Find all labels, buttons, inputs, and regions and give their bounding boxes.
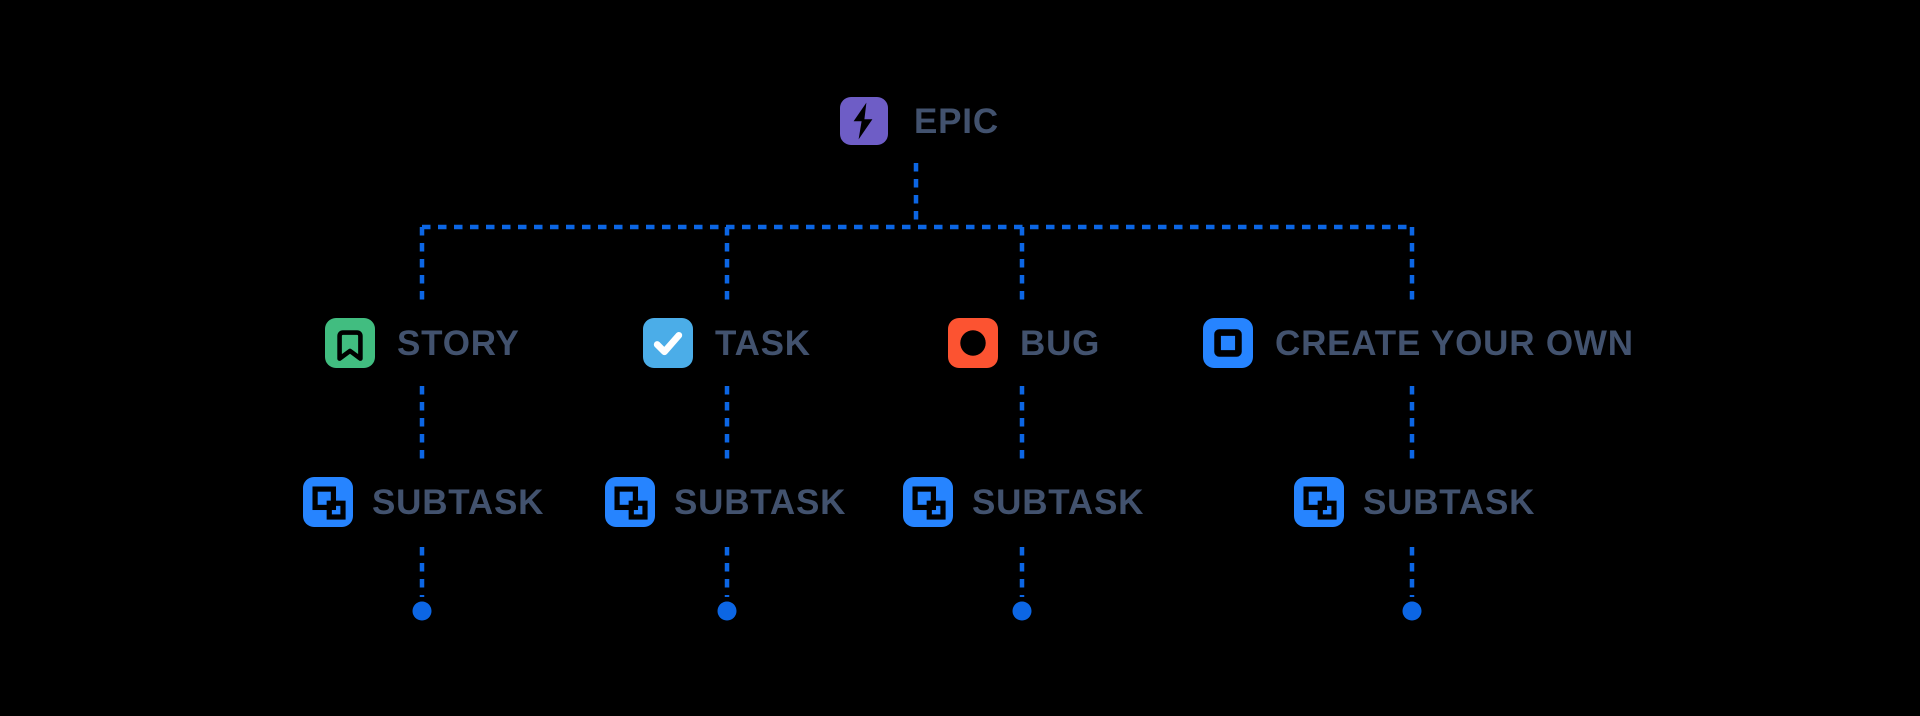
create-your-own-icon — [1203, 318, 1253, 368]
filled-circle-icon — [960, 330, 986, 356]
node-label: SUBTASK — [972, 482, 1145, 522]
node-label: SUBTASK — [1363, 482, 1536, 522]
node-label: EPIC — [914, 101, 999, 141]
subtask-icon — [605, 477, 655, 527]
node-subtask-2: SUBTASK — [605, 477, 846, 527]
terminal-dot — [717, 601, 737, 621]
terminal-dot — [412, 601, 432, 621]
subtask-squares-icon — [614, 486, 648, 520]
node-bug: BUG — [948, 318, 1100, 368]
node-label: BUG — [1020, 323, 1101, 363]
node-subtask-1: SUBTASK — [303, 477, 544, 527]
node-task: TASK — [643, 318, 811, 368]
lightning-bolt-icon — [853, 102, 873, 140]
node-label: SUBTASK — [372, 482, 545, 522]
task-icon — [643, 318, 693, 368]
subtask-icon — [903, 477, 953, 527]
terminal-dot — [1012, 601, 1032, 621]
node-label: CREATE YOUR OWN — [1275, 323, 1634, 363]
terminal-dot — [1402, 601, 1422, 621]
subtask-icon — [303, 477, 353, 527]
subtask-squares-icon — [1303, 486, 1337, 520]
story-icon — [325, 318, 375, 368]
node-subtask-4: SUBTASK — [1294, 477, 1535, 527]
bug-icon — [948, 318, 998, 368]
subtask-squares-icon — [912, 486, 946, 520]
node-story: STORY — [325, 318, 520, 368]
square-outline-icon — [1214, 329, 1242, 357]
checkmark-icon — [653, 331, 683, 356]
node-create-your-own: CREATE YOUR OWN — [1203, 318, 1634, 368]
node-epic: EPIC — [840, 97, 999, 145]
node-subtask-3: SUBTASK — [903, 477, 1144, 527]
node-label: SUBTASK — [674, 482, 847, 522]
bookmark-icon — [337, 330, 363, 361]
subtask-icon — [1294, 477, 1344, 527]
node-label: STORY — [397, 323, 520, 363]
subtask-squares-icon — [312, 486, 346, 520]
epic-icon — [840, 97, 888, 145]
node-label: TASK — [715, 323, 811, 363]
